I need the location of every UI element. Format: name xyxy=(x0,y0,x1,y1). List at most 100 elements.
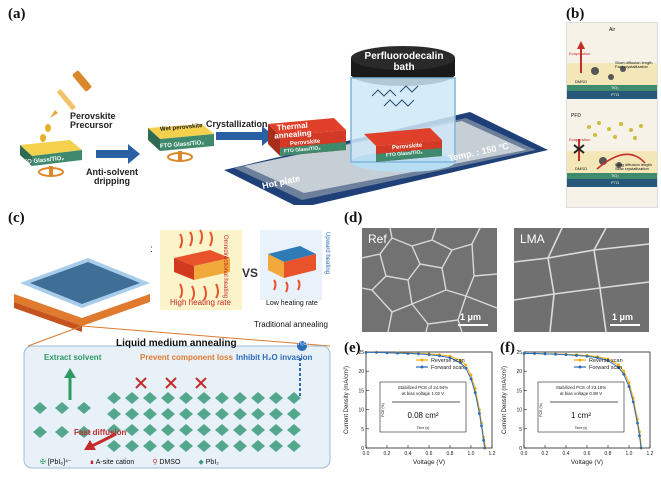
sem-image-lma: LMA 1 μm xyxy=(514,228,649,332)
y-tick-label: 20 xyxy=(358,369,364,375)
panel-c-schematic xyxy=(14,229,331,469)
lattice-octahedron xyxy=(251,408,265,420)
legend-item-pbi6: ✠ [PbI₆]⁴⁻ xyxy=(40,459,72,466)
droplet-icon xyxy=(40,124,51,142)
lattice-octahedron xyxy=(215,440,229,452)
y-tick-label: 0 xyxy=(519,446,522,452)
legend-label: Reverse scan xyxy=(589,358,623,364)
series-point xyxy=(627,385,631,388)
series-point xyxy=(617,365,620,369)
colon-label: : xyxy=(150,244,153,255)
x-tick-label: 0.8 xyxy=(447,451,454,457)
inset-box xyxy=(379,381,467,433)
series-point xyxy=(469,377,473,381)
series-point xyxy=(522,352,526,355)
precursor-line-2: Precursor xyxy=(70,120,113,131)
inset-area-label: 1 cm² xyxy=(571,411,591,420)
lattice-octahedron xyxy=(77,402,91,414)
scale-bar-lma xyxy=(610,324,640,326)
panel-a-schematic xyxy=(20,46,548,205)
legend-item-cation: ∎ A-site cation xyxy=(89,459,135,466)
lattice-octahedron xyxy=(55,402,69,414)
fto-label-bottom: FTO xyxy=(611,180,619,185)
x-tick-label: 1.0 xyxy=(468,451,475,457)
panel-label-e: (e) xyxy=(344,340,361,356)
lattice-octahedron xyxy=(233,440,247,452)
antisolvent-line-1: Anti-solvent xyxy=(86,167,139,177)
inset-y-label: PCE (%) xyxy=(539,403,543,417)
inset-x-label: Time (s) xyxy=(417,426,430,430)
series-point xyxy=(575,354,578,357)
lattice-octahedron xyxy=(251,392,265,404)
lattice-octahedron xyxy=(197,392,211,404)
y-tick-label: 10 xyxy=(516,408,522,414)
x-tick-label: 0.4 xyxy=(405,451,412,457)
inset-y-label: PCE (%) xyxy=(381,403,385,417)
series-point xyxy=(622,372,626,376)
lattice-octahedron xyxy=(251,440,265,452)
lattice-octahedron xyxy=(125,440,139,452)
y-axis-label: Current Density (mA/cm²) xyxy=(344,366,350,434)
series-point xyxy=(636,421,639,425)
y-tick-label: 25 xyxy=(358,350,364,356)
lattice-octahedron xyxy=(215,392,229,404)
series-point xyxy=(406,352,410,355)
series-point xyxy=(596,356,599,360)
bath-line-1: Perfluorodecalin xyxy=(364,51,444,62)
lattice-octahedron xyxy=(161,408,175,420)
lattice-octahedron xyxy=(197,408,211,420)
legend-c: ✠ [PbI₆]⁴⁻ ∎ A-site cation ⚲ DMSO ◆ PbI₂ xyxy=(40,458,219,466)
lattice-octahedron xyxy=(287,408,301,420)
lattice-octahedron xyxy=(197,440,211,452)
lattice-octahedron xyxy=(125,424,139,436)
lattice-octahedron xyxy=(107,392,121,404)
series-point xyxy=(459,359,462,362)
lattice-octahedron xyxy=(143,408,157,420)
evaporation-label-bottom: Evaporation xyxy=(569,137,591,142)
series-point xyxy=(385,351,389,355)
legend-item-pbi2: ◆ PbI₂ xyxy=(198,459,219,466)
series-point xyxy=(473,391,477,395)
series-point xyxy=(478,412,481,415)
water-droplet-icon xyxy=(297,341,307,351)
inhibit-label: Inhibit H₂O invasion xyxy=(236,353,313,362)
substrate-2 xyxy=(148,124,214,162)
extract-label: Extract solvent xyxy=(44,353,102,362)
inset-x-label: Time (s) xyxy=(575,426,588,430)
lattice-octahedron xyxy=(215,424,229,436)
h2o-label: H₂O xyxy=(298,341,308,347)
series-point xyxy=(482,438,485,442)
legend-marker xyxy=(420,358,424,362)
x-axis-label: Voltage (V) xyxy=(571,459,603,466)
inset-box xyxy=(537,381,625,433)
arrow-icon xyxy=(216,126,274,146)
series-point xyxy=(622,369,626,373)
fto-label-top: FTO xyxy=(611,92,619,97)
lattice-octahedron xyxy=(107,424,121,436)
bath-beaker xyxy=(350,46,456,172)
panel-label-a: (a) xyxy=(8,6,26,22)
series-point xyxy=(483,446,487,450)
air-label: Air xyxy=(609,27,616,33)
bottom-annotation: Long diffusion length Slow crystallizati… xyxy=(615,162,652,172)
lattice-octahedron xyxy=(233,424,247,436)
lattice-octahedron xyxy=(125,392,139,404)
bottom-annotation-line-1: Long diffusion length xyxy=(615,162,652,167)
x-tick-label: 0.0 xyxy=(521,451,528,457)
sem-grains-lma xyxy=(514,228,649,332)
lattice-octahedron xyxy=(287,424,301,436)
evaporation-label-top: Evaporation xyxy=(569,51,591,56)
thermal-annealing-label: Thermal annealing xyxy=(273,121,312,141)
lattice-octahedron xyxy=(33,426,47,438)
series-point xyxy=(396,351,399,355)
sem-grains-ref xyxy=(362,228,497,332)
perovskite-lattice xyxy=(33,392,301,452)
crystallization-label: Crystallization xyxy=(206,119,268,129)
lattice-octahedron xyxy=(269,392,283,404)
lattice-octahedron xyxy=(179,424,193,436)
high-rate-label: High heating rate xyxy=(170,298,231,307)
x-tick-label: 1.0 xyxy=(626,451,633,457)
lattice-octahedron xyxy=(233,392,247,404)
bottom-annotation-line-2: Slow crystallization xyxy=(615,166,649,172)
